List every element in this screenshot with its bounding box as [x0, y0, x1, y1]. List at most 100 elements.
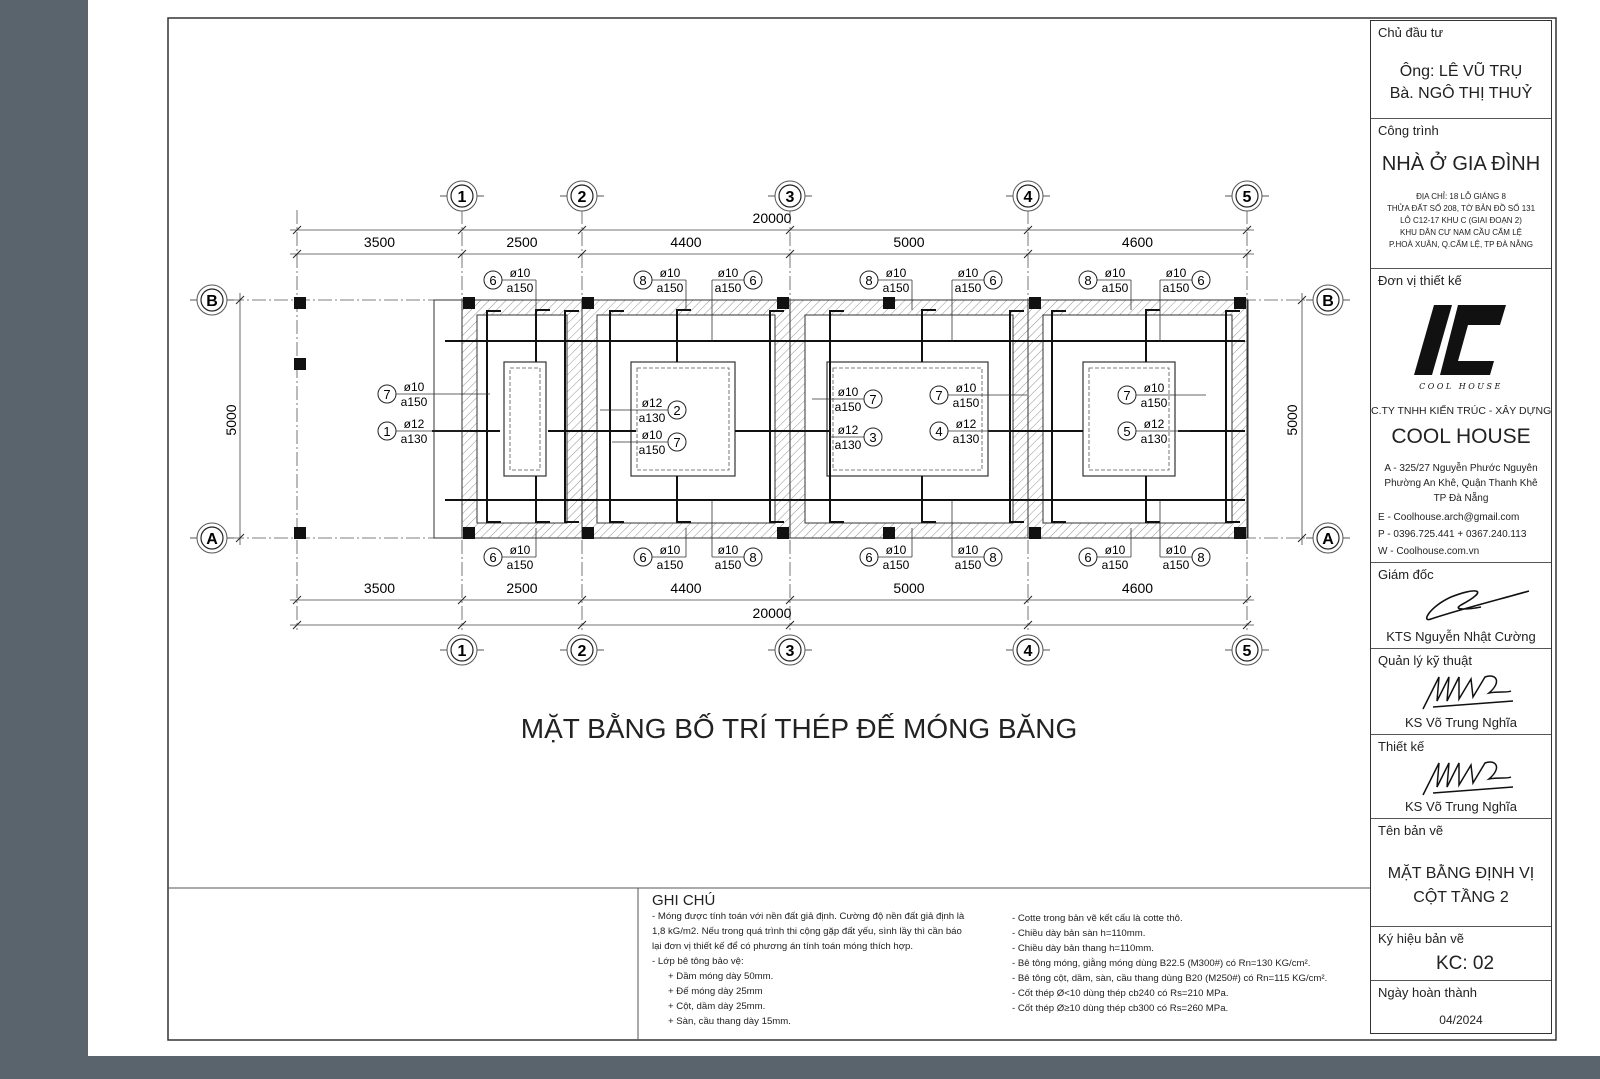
callout-number: 3 — [869, 430, 876, 445]
stirrup-rebar — [1145, 476, 1160, 523]
technical-manager-name: KS Võ Trung Nghĩa — [1404, 715, 1517, 730]
owner-name-2: Bà. NGÔ THỊ THUỶ — [1389, 85, 1533, 102]
dimension-tick — [1297, 533, 1307, 543]
callout-diameter: ø12 — [956, 417, 977, 431]
sheet-name-label: Tên bản vẽ — [1378, 823, 1444, 838]
callout-spacing: a150 — [955, 281, 982, 295]
sheet-name-line-1: MẶT BẰNG ĐỊNH VỊ — [1387, 865, 1535, 882]
company-address: A - 325/27 Nguyễn Phước Nguyên Phường An… — [1371, 461, 1551, 506]
callout-number: 6 — [865, 550, 872, 565]
drawing-frame — [167, 17, 1557, 1041]
callout-spacing: a150 — [715, 558, 742, 572]
cool-house-logo: COOL HOUSE — [1414, 305, 1506, 391]
pad-inner-outline — [509, 367, 541, 471]
grid-label: 4 — [1024, 643, 1033, 660]
column — [1234, 527, 1246, 539]
dimension-tick — [577, 595, 587, 605]
note-line: - Chiều dày bản thang h=110mm. — [1012, 943, 1154, 954]
dimension-tick — [292, 595, 302, 605]
edge-rebar — [486, 310, 501, 523]
callout-number: 8 — [865, 273, 872, 288]
callout-spacing: a150 — [883, 281, 910, 295]
column — [1029, 527, 1041, 539]
grid-label: 2 — [578, 189, 587, 206]
callout-number: 8 — [749, 550, 756, 565]
callout-spacing: a150 — [953, 396, 980, 410]
dimension-tick — [1242, 595, 1252, 605]
sheet-code-label: Ký hiệu bản vẽ — [1378, 931, 1465, 946]
callout-diameter: ø10 — [660, 543, 681, 557]
designer-person-section: Thiết kế KS Võ Trung Nghĩa — [1371, 735, 1551, 819]
grid-bubble-right: B — [1306, 284, 1350, 316]
technical-manager-section: Quản lý kỹ thuật KS Võ Trung Nghĩa — [1371, 649, 1551, 735]
grid-bubble-bottom: 5 — [1225, 634, 1269, 666]
project-section: Công trình NHÀ Ở GIA ĐÌNH ĐỊA CHỈ: 18 LỖ… — [1371, 119, 1551, 269]
drawing-title: MẶT BẰNG BỐ TRÍ THÉP ĐẾ MÓNG BĂNG — [521, 712, 1077, 744]
dimension-tick — [785, 620, 795, 630]
span-dimension: 2500 — [506, 234, 537, 250]
designer-label: Đơn vị thiết kế — [1378, 273, 1462, 288]
dimension-tick — [577, 620, 587, 630]
callout-diameter: ø12 — [838, 423, 859, 437]
pad-inner-outline — [636, 367, 730, 471]
callout-spacing: a150 — [1163, 281, 1190, 295]
grid-label: B — [1322, 293, 1334, 310]
grid-bubble-left: B — [190, 284, 234, 316]
stirrup-rebar — [535, 476, 550, 523]
span-dimension: 4400 — [670, 234, 701, 250]
sheet-code: KC: 02 — [1435, 953, 1495, 974]
note-line: - Cốt thép Ø≥10 dùng thép cb300 có Rs=26… — [1012, 1003, 1229, 1014]
span-dimension: 4600 — [1122, 234, 1153, 250]
span-dimension: 3500 — [364, 234, 395, 250]
callout-number: 1 — [383, 424, 390, 439]
grid-bubble-bottom: 3 — [768, 634, 812, 666]
callout-diameter: ø10 — [510, 543, 531, 557]
callout-spacing: a150 — [1141, 396, 1168, 410]
company-address-line: Phường An Khê, Quận Thanh Khê — [1384, 478, 1538, 489]
column-pad — [1082, 361, 1176, 477]
column — [294, 297, 306, 309]
stirrup-rebar — [921, 476, 936, 523]
sheet-name-section: Tên bản vẽ MẶT BẰNG ĐỊNH VỊ CỘT TẦNG 2 — [1371, 819, 1551, 927]
grid-bubble-bottom: 2 — [560, 634, 604, 666]
dimension-tick — [292, 249, 302, 259]
callout-spacing: a130 — [639, 411, 666, 425]
dimension-tick — [457, 225, 467, 235]
callout-diameter: ø10 — [1105, 543, 1126, 557]
sheet-name-line-2: CỘT TẦNG 2 — [1413, 889, 1509, 906]
callout-number: 2 — [673, 403, 680, 418]
callout-spacing: a150 — [955, 558, 982, 572]
depth-dimension: 5000 — [223, 404, 239, 435]
edge-rebar — [769, 310, 784, 523]
callout-diameter: ø10 — [1144, 381, 1165, 395]
stirrup-rebar — [676, 476, 691, 523]
dimension-tick — [292, 225, 302, 235]
date-label: Ngày hoàn thành — [1378, 985, 1478, 1000]
edge-rebar — [564, 310, 579, 523]
callout-spacing: a130 — [835, 438, 862, 452]
dimension-tick — [1023, 249, 1033, 259]
designer-name: KS Võ Trung Nghĩa — [1404, 799, 1517, 814]
span-dimension: 5000 — [893, 580, 924, 596]
callout-diameter: ø10 — [958, 543, 979, 557]
callout-number: 6 — [749, 273, 756, 288]
company-address-line: A - 325/27 Nguyễn Phước Nguyên — [1384, 463, 1538, 474]
callout-diameter: ø10 — [838, 385, 859, 399]
project-address: ĐỊA CHỈ: 18 LỖ GIÁNG 8 THỬA ĐẤT SỐ 208, … — [1371, 191, 1551, 251]
dimension-tick — [235, 295, 245, 305]
grid-label: B — [206, 293, 218, 310]
callout-spacing: a150 — [1102, 558, 1129, 572]
edge-rebar — [1009, 310, 1024, 523]
technical-manager-label: Quản lý kỹ thuật — [1378, 653, 1472, 668]
edge-rebar — [1051, 310, 1066, 523]
designer-signature — [1422, 761, 1514, 796]
callout-diameter: ø10 — [660, 266, 681, 280]
